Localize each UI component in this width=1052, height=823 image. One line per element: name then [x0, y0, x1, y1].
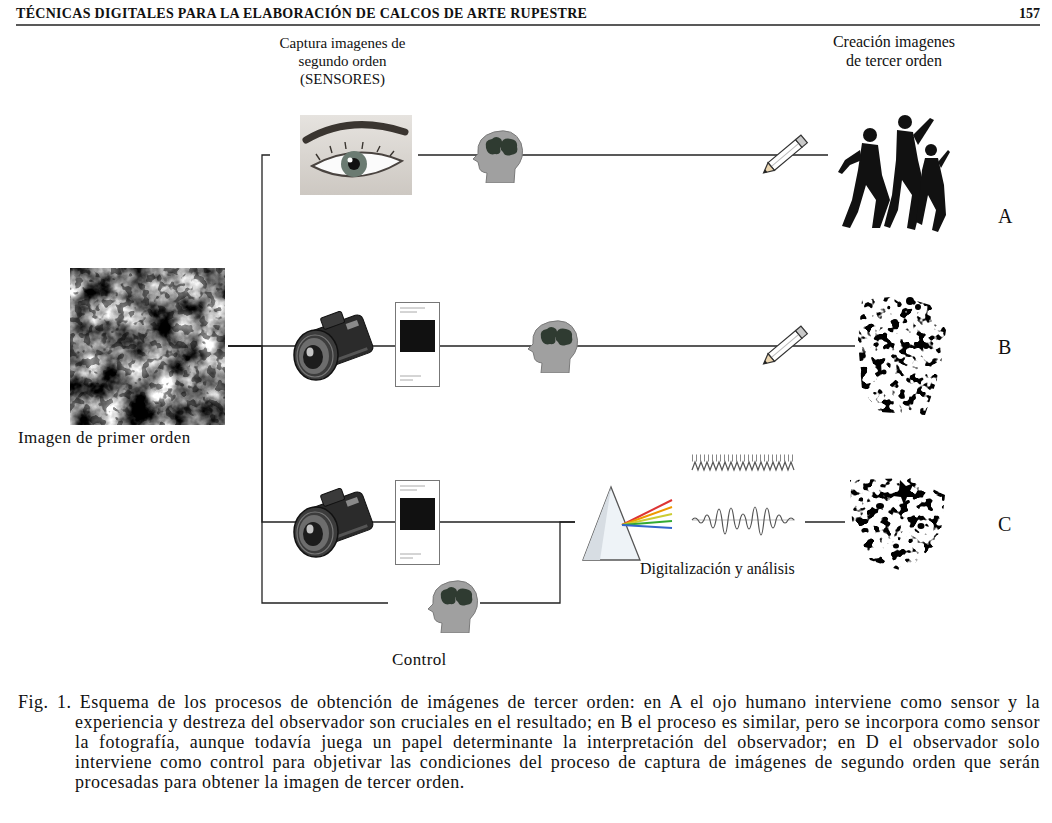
pencil-icon — [760, 135, 807, 177]
step-label: Digitalización y análisis — [640, 559, 795, 578]
third-order-image: Creación imagenes de tercer ordenA — [828, 32, 1023, 232]
connector-line — [480, 522, 575, 603]
page-number-box: 157 — [1019, 6, 1040, 23]
control-observer: Control — [388, 578, 480, 674]
slide-icon — [396, 303, 440, 387]
rock-photo — [70, 268, 225, 425]
connector-line — [228, 346, 388, 603]
speckle-tracing — [906, 297, 914, 305]
speckle-tracing — [915, 304, 921, 310]
column-heading: Captura imagenes de segundo orden (SENSO… — [270, 34, 415, 88]
caption-box: Fig. 1. Esquema de los procesos de obten… — [18, 692, 1040, 792]
signal-waves — [692, 507, 794, 535]
pencil-icon — [760, 326, 807, 368]
eye-icon — [300, 115, 412, 195]
eye-icon — [306, 125, 405, 140]
dancers-tracing — [838, 115, 950, 232]
prism-icon — [622, 507, 672, 525]
signal-waves — [692, 458, 795, 535]
dancers-tracing — [916, 158, 946, 232]
rock-photo — [70, 268, 225, 425]
eye-icon — [348, 158, 353, 163]
speckle-tracing — [923, 343, 929, 349]
dancers-tracing — [898, 115, 912, 129]
speckle-tracing — [882, 370, 887, 375]
camera-icon — [294, 482, 375, 557]
row-letter: B — [998, 337, 1011, 357]
pencil-icon — [760, 135, 807, 177]
head-icon — [428, 581, 478, 633]
slide-icon — [396, 303, 440, 387]
first-order-image: Imagen de primer orden — [16, 266, 228, 452]
running-head: TÉCNICAS DIGITALES PARA LA ELABORACIÓN D… — [16, 6, 587, 23]
prism-icon — [622, 500, 672, 525]
speckle-tracing — [850, 478, 945, 572]
prism-icon — [622, 514, 672, 525]
slide-icon — [396, 481, 440, 565]
step-label: Control — [392, 650, 447, 670]
camera-icon — [294, 305, 375, 380]
head-icon — [528, 321, 578, 373]
sensor-eye: Captura imagenes de segundo orden (SENSO… — [270, 34, 418, 194]
signal-waves — [692, 520, 795, 521]
third-order-image: C — [845, 478, 1020, 573]
digitization-step: Digitalización y análisis — [575, 455, 805, 585]
connector-line — [228, 155, 270, 346]
rock-photo — [70, 268, 225, 425]
row-letter: A — [998, 206, 1012, 226]
dancers-tracing — [842, 143, 890, 228]
header-rule — [16, 24, 1040, 25]
running-head-box: TÉCNICAS DIGITALES PARA LA ELABORACIÓN D… — [16, 6, 587, 23]
speckle-tracing — [876, 503, 884, 509]
third-order-image: B — [855, 292, 1020, 417]
speckle-tracing — [858, 296, 946, 415]
head-icon — [428, 581, 478, 633]
page-number: 157 — [1019, 6, 1040, 23]
column-heading: Creación imagenes de tercer orden — [828, 32, 960, 70]
image-label: Imagen de primer orden — [18, 428, 191, 448]
signal-waves — [692, 462, 794, 470]
dancers-tracing — [863, 128, 877, 142]
prism-icon — [583, 487, 672, 560]
head-icon — [473, 131, 523, 183]
eye-icon — [300, 115, 412, 195]
speckle-tracing — [893, 480, 916, 505]
prism-icon — [622, 521, 672, 525]
prism-icon — [583, 487, 611, 560]
dancers-tracing — [925, 144, 937, 156]
head-icon — [528, 321, 578, 373]
pencil-icon — [760, 326, 807, 368]
speckle-tracing — [864, 528, 869, 532]
dancers-tracing — [913, 118, 934, 145]
slide-icon — [396, 481, 440, 565]
head-icon — [473, 131, 523, 183]
figure-caption: Fig. 1. Esquema de los procesos de obten… — [18, 692, 1040, 792]
eye-icon — [316, 142, 394, 160]
connector-line — [805, 521, 845, 522]
eye-icon — [348, 158, 360, 170]
eye-icon — [341, 151, 367, 177]
dancers-tracing — [938, 150, 950, 168]
camera-icon — [294, 482, 375, 557]
speckle-tracing — [850, 478, 945, 572]
speckle-tracing — [892, 319, 898, 325]
speckle-tracing — [858, 296, 946, 415]
signal-waves — [692, 455, 795, 462]
camera-icon — [294, 305, 375, 380]
dancers-tracing — [838, 150, 862, 174]
speckle-tracing — [918, 523, 925, 529]
speckle-tracing — [893, 544, 899, 549]
prism-icon — [622, 525, 672, 528]
row-letter: C — [998, 514, 1011, 534]
